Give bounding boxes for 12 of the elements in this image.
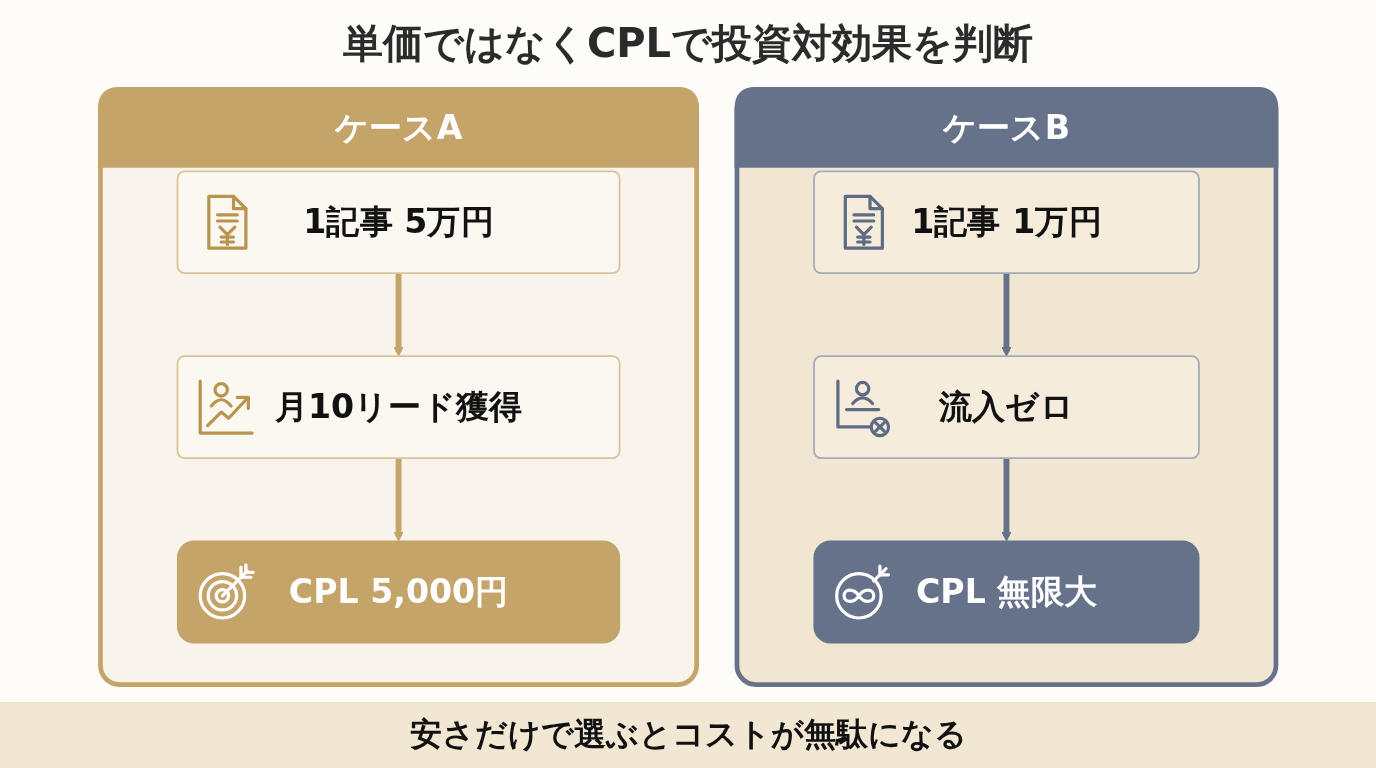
node-box: CPL 5,000円 xyxy=(176,540,620,644)
arrow xyxy=(1001,458,1012,542)
node-box: 1記事 1万円 xyxy=(812,170,1200,275)
arrow xyxy=(1001,273,1012,357)
caption: 安さだけで選ぶとコストが無駄になる xyxy=(409,715,967,754)
node-box: CPL 無限大 xyxy=(813,540,1200,644)
node-box: 月10リード獲得 xyxy=(176,355,621,460)
node-box: 1記事 5万円 xyxy=(176,170,621,275)
node-box: 流入ゼロ xyxy=(812,355,1200,460)
diagram-title: 単価ではなくCPLで投資対効果を判断 xyxy=(342,19,1034,68)
arrow xyxy=(393,273,404,357)
arrow xyxy=(393,458,404,542)
